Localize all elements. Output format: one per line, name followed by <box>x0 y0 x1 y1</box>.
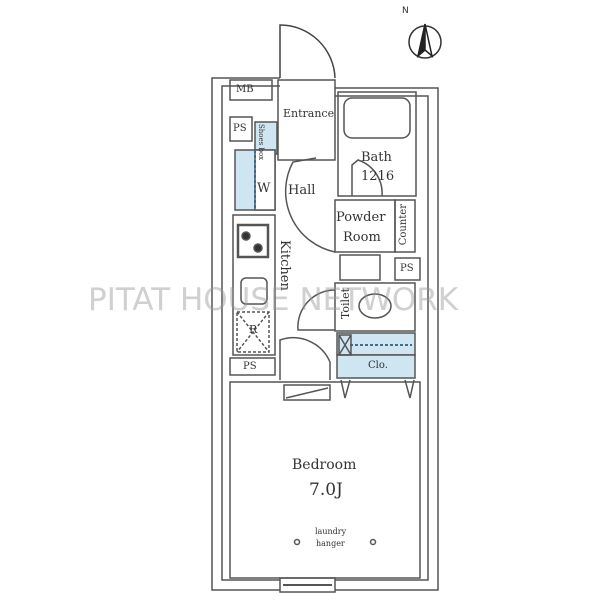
bath-label: Bath <box>361 150 392 165</box>
closet-area <box>336 354 416 379</box>
inner-wall <box>221 85 429 581</box>
laundry-hanger-label-1: laundry <box>315 527 347 536</box>
north-arrow-icon <box>408 23 442 59</box>
ps-bottom-label: PS <box>243 361 257 372</box>
ps-top-label: PS <box>233 123 247 134</box>
bath-room <box>337 91 417 197</box>
ps-bottom-box <box>229 357 276 376</box>
bedroom-door <box>279 337 331 380</box>
ps-top-box <box>229 116 253 142</box>
bedroom-window <box>279 577 336 593</box>
toilet-door <box>297 289 336 331</box>
closet-label: Clo. <box>368 360 388 371</box>
mb-box <box>229 79 273 101</box>
entrance-door <box>279 24 336 79</box>
toilet-room <box>334 282 416 332</box>
kitchen-label: Kitchen <box>277 240 292 291</box>
ps-mid-box <box>394 257 421 281</box>
powder-label-1: Powder <box>336 210 386 225</box>
powder-label-2: Room <box>343 230 381 245</box>
entrance-label: Entrance <box>283 107 335 120</box>
shoes-box-label: Shoes box <box>257 124 265 161</box>
watermark: PITAT HOUSE NETWORK <box>88 282 459 318</box>
outer-wall <box>211 77 439 591</box>
washer-pan <box>338 334 352 356</box>
bedroom-label: Bedroom <box>292 457 357 473</box>
washbasin <box>339 254 381 281</box>
north-label: N <box>402 6 409 16</box>
bathtub <box>343 97 411 139</box>
counter <box>394 199 416 253</box>
mb-label: MB <box>236 84 254 95</box>
hall-door <box>284 157 336 253</box>
laundry-hanger-label-2: hanger <box>316 539 345 548</box>
kitchen-sink <box>240 277 268 305</box>
stove <box>236 223 270 259</box>
ps-mid-label: PS <box>400 263 414 274</box>
bath-size-label: 1216 <box>361 169 395 184</box>
toilet-bowl <box>358 293 392 319</box>
kitchen-counter <box>232 214 276 356</box>
w-closet-label: W <box>257 181 271 196</box>
counter-label: Counter <box>398 204 409 246</box>
hall-label: Hall <box>288 183 316 198</box>
bedroom-size-label: 7.0J <box>309 480 343 500</box>
refrigerator-space <box>236 311 270 353</box>
entrance-area <box>277 79 336 161</box>
bath-door <box>351 159 383 197</box>
refrigerator-label: R <box>249 323 258 336</box>
